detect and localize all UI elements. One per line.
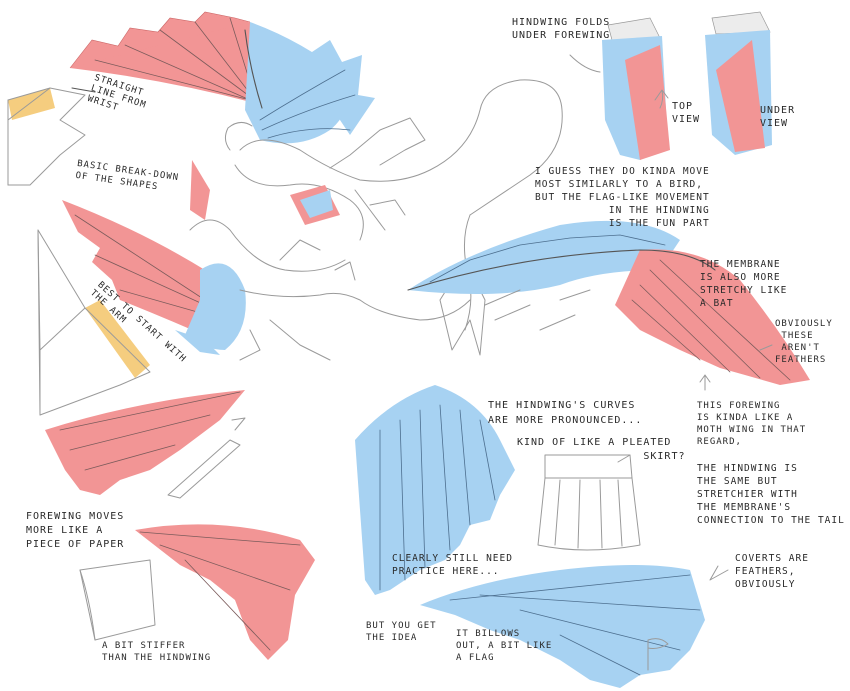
note-hindwing-same: THE HINDWING IS THE SAME BUT STRETCHIER … <box>697 463 845 526</box>
note-moth-wing: THIS FOREWING IS KINDA LIKE A MOTH WING … <box>697 401 807 447</box>
top-dragon-body <box>224 79 563 356</box>
forewing-studies <box>45 390 315 660</box>
shape-breakdown <box>7 87 151 416</box>
right-extended-wing <box>407 220 810 385</box>
note-bit-stiffer: A BIT STIFFER THAN THE HINDWING <box>102 641 212 663</box>
middle-dragon <box>62 160 471 361</box>
top-dragon-forewing <box>69 11 375 144</box>
note-under-view: UNDER VIEW <box>760 105 796 129</box>
note-hindwing-folds: HINDWING FOLDS UNDER FOREWING <box>512 17 611 41</box>
note-pleated-skirt: KIND OF LIKE A PLEATED SKIRT? <box>517 437 686 462</box>
note-billows: IT BILLOWS OUT, A BIT LIKE A FLAG <box>456 629 553 663</box>
note-still-need-practice: CLEARLY STILL NEED PRACTICE HERE... <box>392 553 513 577</box>
folded-views <box>569 11 772 160</box>
note-forewing-paper: FOREWING MOVES MORE LIKE A PIECE OF PAPE… <box>26 511 125 550</box>
annotation-arrows <box>617 344 773 463</box>
note-top-view: TOP VIEW <box>672 101 701 125</box>
note-not-feathers: OBVIOUSLY THESE AREN'T FEATHERS <box>775 319 833 365</box>
note-move-like-bird: I GUESS THEY DO KINDA MOVE MOST SIMILARL… <box>535 166 710 229</box>
note-membrane-stretchy: THE MEMBRANE IS ALSO MORE STRETCHY LIKE … <box>700 259 788 309</box>
pleated-hindwing <box>355 385 641 595</box>
billowing-hindwing <box>420 565 729 688</box>
note-coverts: COVERTS ARE FEATHERS, OBVIOUSLY <box>735 553 809 590</box>
note-get-the-idea: BUT YOU GET THE IDEA <box>366 621 437 643</box>
note-hindwing-curves: THE HINDWING'S CURVES ARE MORE PRONOUNCE… <box>488 400 643 426</box>
